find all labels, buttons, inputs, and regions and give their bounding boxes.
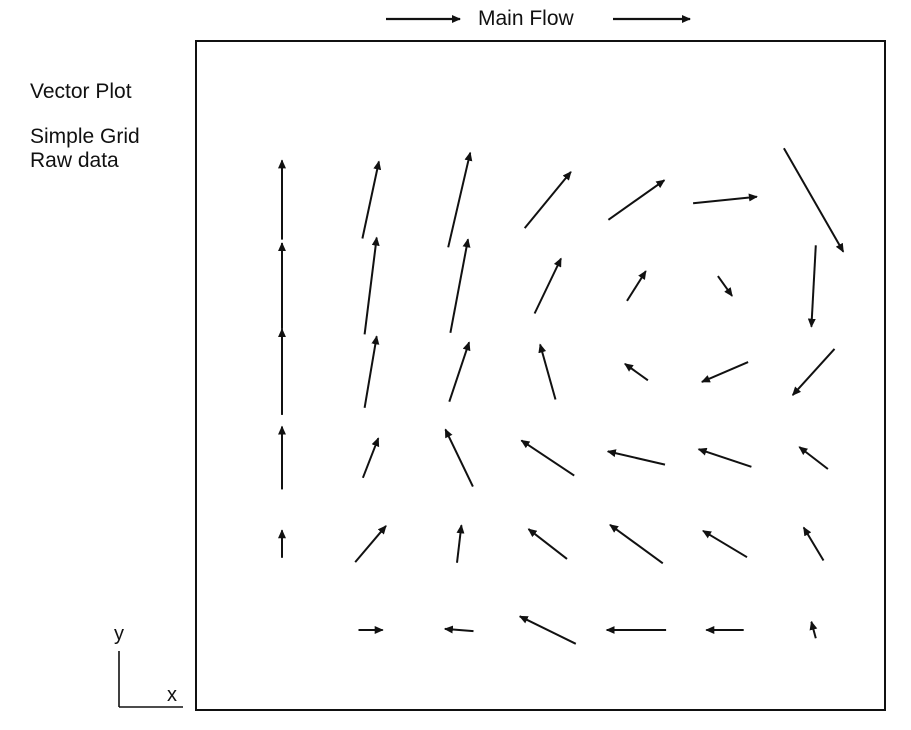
vector-arrow-c3-r3 — [520, 439, 575, 477]
vector-arrow-c5-r3 — [697, 447, 752, 468]
vector-arrow-c5-r0 — [692, 193, 758, 205]
vector-arrow-c4-r2 — [624, 362, 649, 382]
vector-arrow-c1-r4 — [354, 525, 387, 563]
vector-arrow-c1-r2 — [363, 335, 380, 408]
plot-frame — [195, 40, 886, 711]
vector-arrow-c2-r1 — [449, 238, 471, 333]
vector-arrow-c2-r5 — [443, 625, 474, 634]
vector-arrow-c2-r3 — [444, 428, 474, 488]
vector-arrow-c2-r4 — [456, 524, 465, 563]
vector-arrow-c6-r1 — [807, 245, 817, 328]
vector-arrow-c4-r4 — [609, 523, 664, 565]
vector-arrow-c2-r0 — [447, 151, 473, 248]
vector-arrow-c1-r3 — [361, 437, 380, 479]
plot-title: Vector Plot — [30, 80, 132, 103]
vector-arrow-c6-r4 — [802, 526, 825, 562]
y-axis-label: y — [114, 623, 124, 645]
vector-arrow-c3-r0 — [523, 171, 572, 229]
vector-arrow-c3-r4 — [527, 528, 568, 560]
vector-arrow-c3-r5 — [518, 615, 577, 645]
vector-arrow-c1-r1 — [363, 236, 380, 335]
plot-subtitle: Simple Grid — [30, 125, 140, 148]
plot-data-note: Raw data — [30, 149, 119, 172]
vector-arrow-c3-r2 — [538, 343, 557, 400]
vector-arrow-c5-r1 — [717, 275, 733, 297]
vector-arrow-c6-r0 — [783, 147, 845, 253]
vector-arrow-c5-r4 — [702, 529, 748, 559]
main-flow-label: Main Flow — [478, 7, 574, 30]
x-axis-label: x — [167, 684, 177, 706]
vector-arrow-c2-r2 — [448, 341, 471, 403]
vector-arrow-c6-r5 — [809, 620, 818, 639]
vector-arrow-c4-r3 — [606, 449, 666, 466]
vector-arrow-c4-r1 — [626, 270, 647, 302]
vector-arrow-c3-r1 — [533, 257, 562, 314]
vector-arrow-c6-r3 — [798, 446, 829, 470]
vector-arrow-c5-r2 — [700, 361, 749, 383]
vector-field — [278, 147, 845, 645]
vector-arrow-c1-r0 — [361, 160, 382, 239]
vector-arrow-c6-r2 — [791, 348, 836, 396]
vector-arrow-c4-r0 — [607, 179, 666, 221]
